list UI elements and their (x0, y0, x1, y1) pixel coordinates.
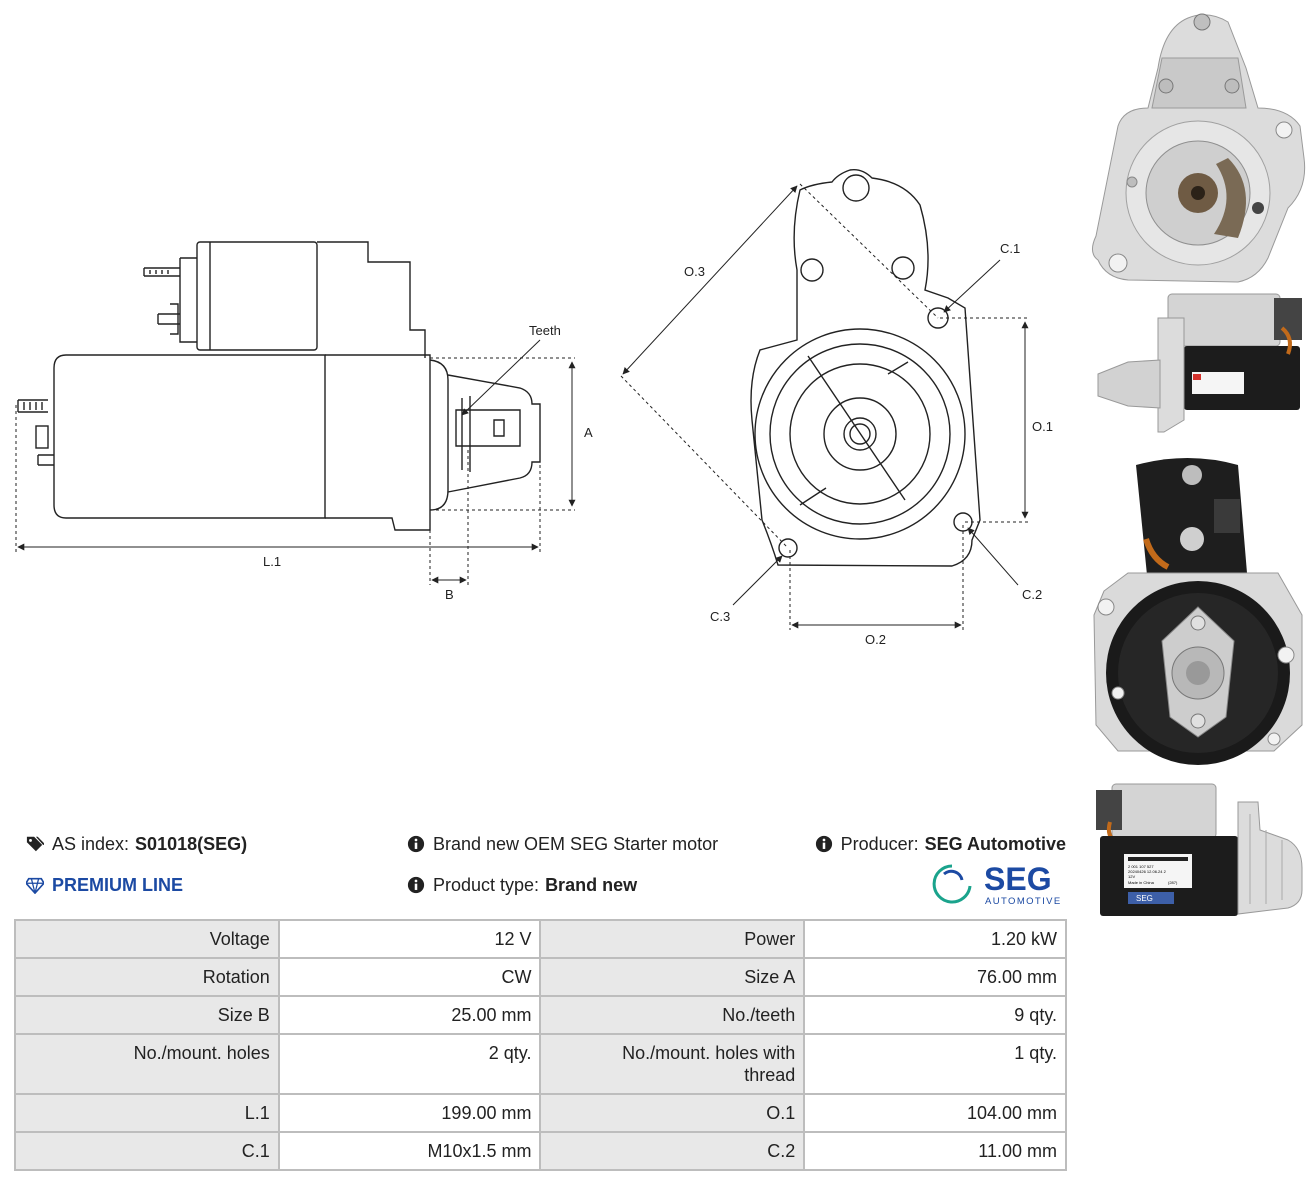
label-o3: O.3 (684, 264, 705, 279)
info-icon (815, 835, 832, 853)
premium-line-label: PREMIUM LINE (52, 875, 184, 895)
label-a: A (584, 425, 593, 440)
spec-value: 11.00 mm (803, 1131, 1067, 1171)
logo-seg-text: SEG (984, 861, 1052, 897)
spec-value: M10x1.5 mm (277, 1131, 542, 1171)
spec-value: CW (277, 957, 542, 997)
spec-value: 9 qty. (803, 995, 1067, 1035)
producer-value: SEG Automotive (924, 834, 1066, 854)
spec-value: 76.00 mm (803, 957, 1067, 997)
spec-value: 1 qty. (803, 1033, 1067, 1095)
spec-value: 2 qty. (277, 1033, 542, 1095)
label-teeth: Teeth (529, 323, 561, 338)
spec-label: C.2 (539, 1131, 806, 1171)
technical-drawing: Teeth A L.1 B O.3 C.1 O.1 C.2 C.3 O.2 (15, 168, 1053, 647)
info-icon (407, 835, 425, 853)
as-index: AS index: S01018(SEG) (26, 833, 247, 855)
product-type-label: Product type: (433, 875, 540, 895)
tags-icon (26, 836, 44, 852)
spec-label: C.1 (14, 1131, 280, 1171)
spec-value: 1.20 kW (803, 919, 1067, 959)
spec-label: No./teeth (539, 995, 806, 1035)
side-view (17, 241, 541, 531)
spec-label: Power (539, 919, 806, 959)
brand-description: Brand new OEM SEG Starter motor (407, 833, 718, 855)
spec-label: Rotation (14, 957, 280, 997)
seg-automotive-logo: SEG AUTOMOTIVE (932, 861, 1062, 907)
label-b: B (445, 587, 454, 602)
photo-label-seg: SEG (1136, 894, 1153, 903)
product-photo-front (1092, 13, 1306, 283)
premium-line: PREMIUM LINE (26, 874, 183, 896)
spec-value: 199.00 mm (277, 1093, 542, 1133)
spec-value: 25.00 mm (277, 995, 542, 1035)
label-o2: O.2 (865, 632, 886, 647)
label-l1: L.1 (263, 554, 281, 569)
side-dimensions (15, 339, 576, 585)
spec-label: No./mount. holes with thread (539, 1033, 806, 1095)
product-photo-rear (1093, 458, 1303, 765)
spec-label: Voltage (14, 919, 280, 959)
spec-label: Size A (539, 957, 806, 997)
label-c2: C.2 (1022, 587, 1042, 602)
photo-label-line-3: 12V (1128, 874, 1135, 879)
photo-label-line-1: 2 001 107 527 (1128, 864, 1154, 869)
spec-label: No./mount. holes (14, 1033, 280, 1095)
spec-value: 104.00 mm (803, 1093, 1067, 1133)
brand-description-text: Brand new OEM SEG Starter motor (433, 834, 719, 854)
as-index-label: AS index: (52, 834, 130, 854)
spec-label: L.1 (14, 1093, 280, 1133)
producer-label: Producer: (840, 834, 919, 854)
gem-icon (26, 877, 44, 894)
photo-label-line-2: 20240426 12.06.24 2 (1128, 869, 1167, 874)
photo-label-line-4: Made in China (1128, 880, 1155, 885)
label-o1: O.1 (1032, 419, 1053, 434)
spec-label: Size B (14, 995, 280, 1035)
spec-value: 12 V (277, 919, 542, 959)
logo-automotive-text: AUTOMOTIVE (985, 896, 1062, 907)
product-type: Product type: Brand new (407, 874, 637, 896)
front-view (750, 168, 981, 567)
photo-label-line-5: (287) (1168, 880, 1178, 885)
front-dimensions (620, 183, 1030, 630)
info-icon (407, 876, 425, 894)
label-c3: C.3 (710, 609, 730, 624)
label-c1: C.1 (1000, 241, 1020, 256)
producer: Producer: SEG Automotive (815, 833, 1066, 855)
product-photo-label-side: 2 001 107 527 20240426 12.06.24 2 12V Ma… (1096, 783, 1303, 916)
spec-label: O.1 (539, 1093, 806, 1133)
product-photo-side (1097, 293, 1302, 433)
as-index-value: S01018(SEG) (135, 834, 248, 854)
product-type-value: Brand new (545, 875, 638, 895)
